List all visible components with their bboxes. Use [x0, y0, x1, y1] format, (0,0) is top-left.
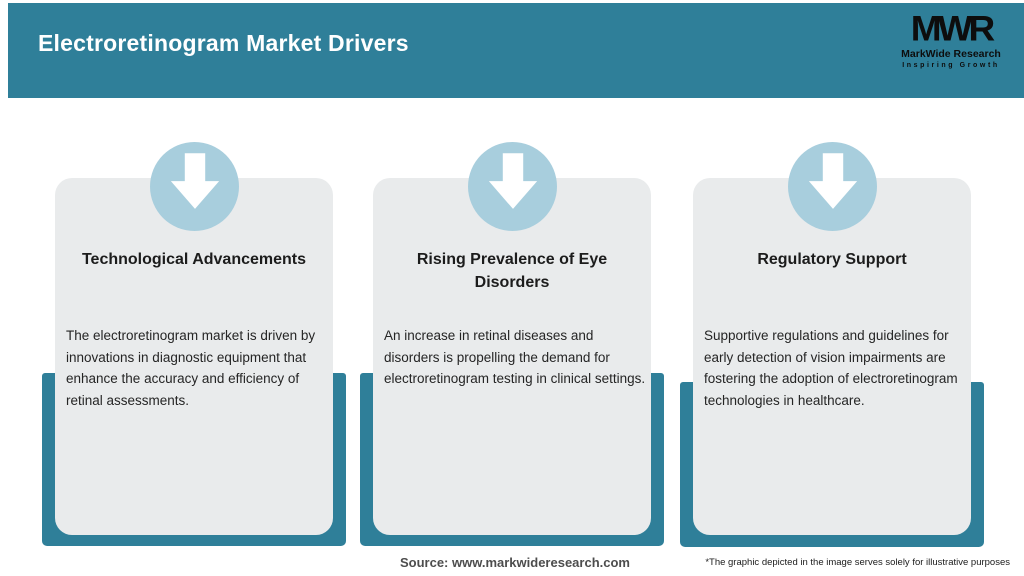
card-title: Regulatory Support — [757, 251, 907, 268]
card-title: Rising Prevalence of Eye Disorders — [416, 251, 608, 291]
down-arrow-icon — [788, 142, 877, 231]
driver-card-regulatory-support — [693, 178, 971, 535]
down-arrow-icon — [150, 142, 239, 231]
down-arrow-glyph — [170, 153, 219, 209]
down-arrow-glyph — [808, 153, 857, 209]
logo-company-name: MarkWide Research — [901, 48, 1001, 60]
driver-card-technological-advancements — [55, 178, 333, 535]
card-title: Technological Advancements — [81, 251, 307, 268]
card-body: An increase in retinal diseases and diso… — [384, 328, 646, 386]
card-body: Supportive regulations and guidelines fo… — [704, 328, 958, 408]
page-title: Electroretinogram Market Drivers — [38, 30, 409, 56]
driver-card-rising-prevalence — [373, 178, 651, 535]
footer-source: Source: www.markwideresearch.com — [399, 555, 630, 570]
logo-tagline: Inspiring Growth — [902, 61, 1000, 69]
down-arrow-glyph — [488, 153, 537, 209]
markwide-research-logo: MWR MarkWide Research Inspiring Growth — [896, 10, 1006, 69]
card-body: The electroretinogram market is driven b… — [66, 328, 316, 408]
header-bar: Electroretinogram Market Drivers MWR Mar… — [8, 3, 1024, 98]
down-arrow-icon — [468, 142, 557, 231]
logo-acronym: MWR — [910, 9, 995, 48]
footer-disclaimer: *The graphic depicted in the image serve… — [705, 557, 1010, 568]
